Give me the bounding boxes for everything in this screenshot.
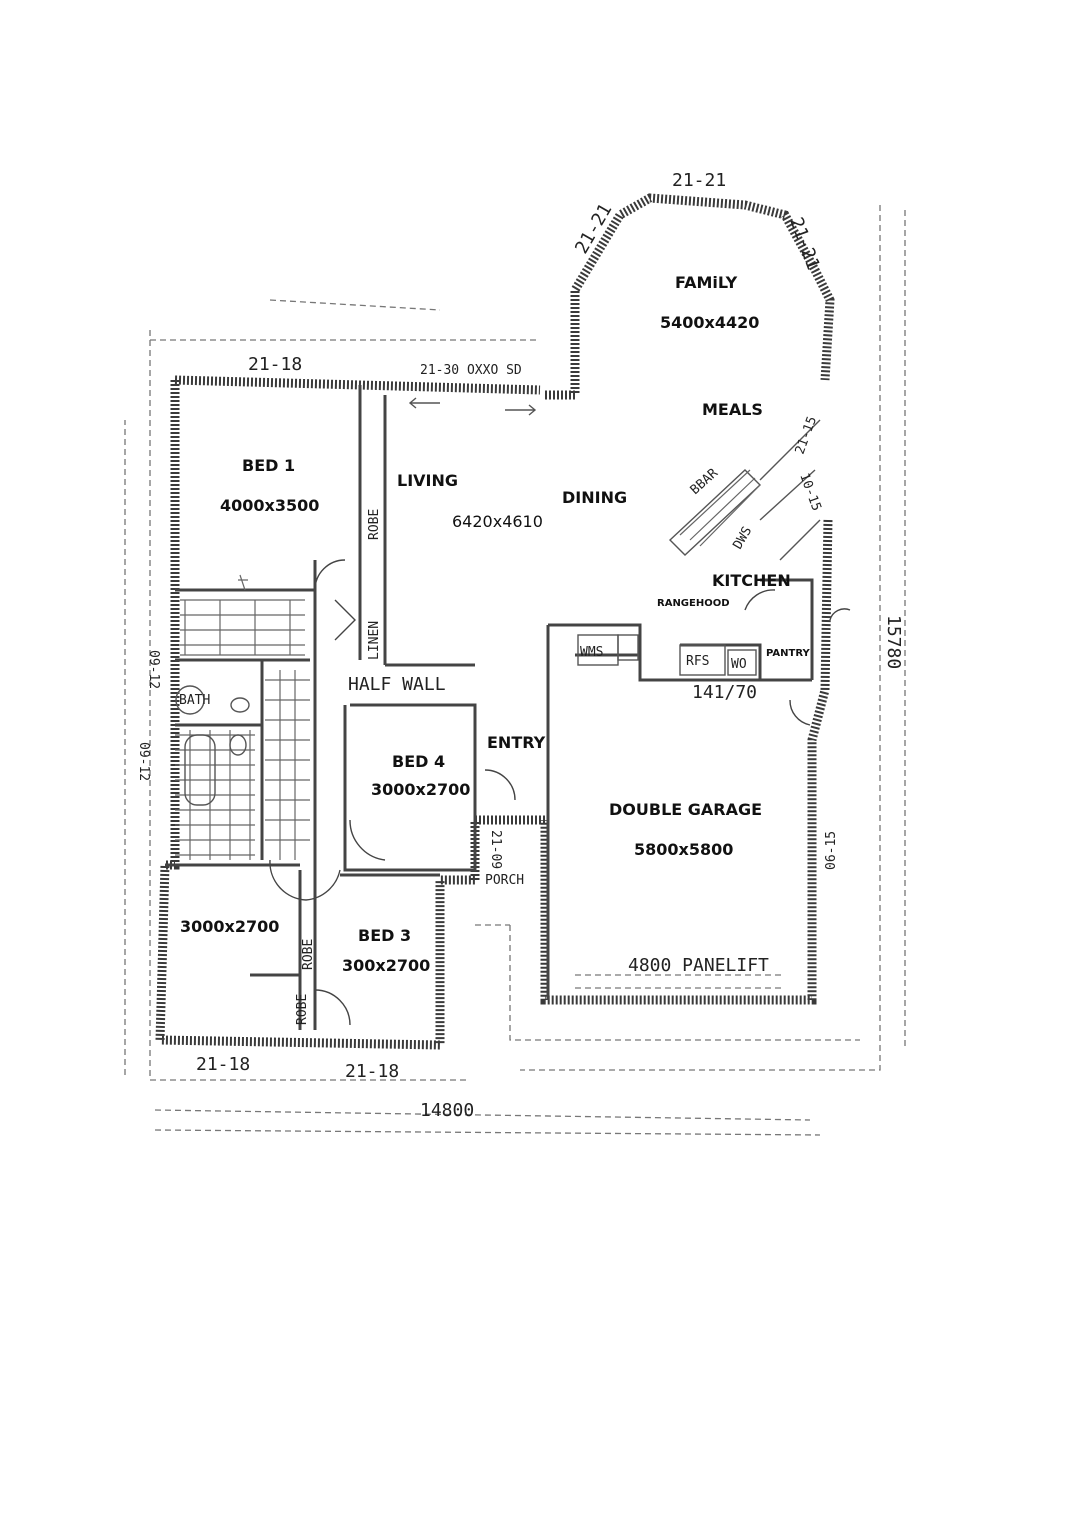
doors xyxy=(269,559,851,1026)
bed4-label: BED 4 xyxy=(392,752,445,771)
family-label: FAMiLY xyxy=(675,273,738,292)
bed1-label: BED 1 xyxy=(242,456,295,475)
dining-size: 6420x4610 xyxy=(452,512,543,531)
bar-label: BBAR xyxy=(688,466,721,498)
window-bath-2: 09-12 xyxy=(136,742,151,781)
robe-label-bed1: ROBE xyxy=(367,509,382,540)
garage-size: 5800x5800 xyxy=(634,840,733,859)
panelift-label: 4800 PANELIFT xyxy=(628,955,769,976)
living-label: LIVING xyxy=(397,471,458,490)
bed3-label: BED 3 xyxy=(358,926,411,945)
linen-label: LINEN xyxy=(367,621,382,660)
kitchen-label: KITCHEN xyxy=(712,571,791,590)
window-garage-side: 06-15 xyxy=(824,831,839,870)
rangehood-label: RANGEHOOD xyxy=(657,598,730,609)
bed1-size: 4000x3500 xyxy=(220,496,319,515)
half-wall-label: HALF WALL xyxy=(348,674,446,695)
window-meals: 21-15 xyxy=(793,414,820,456)
family-size: 5400x4420 xyxy=(660,313,759,332)
window-top-right: 21-21 xyxy=(785,215,823,273)
dining-label: DINING xyxy=(562,488,627,507)
interior-walls xyxy=(165,385,814,1030)
overall-width: 14800 xyxy=(420,1100,474,1121)
dws-label: DWS xyxy=(730,524,755,552)
bed4-size: 3000x2700 xyxy=(371,780,470,799)
sliding-door: 21-30 OXXO SD xyxy=(420,363,522,378)
overall-dimensions: 14800 15780 xyxy=(420,615,904,1121)
room-labels: FAMiLY 5400x4420 MEALS LIVING DINING 642… xyxy=(179,273,810,1025)
sliding-arrows xyxy=(408,397,537,416)
window-bottom-left: 21-18 xyxy=(196,1054,250,1075)
robe-label-bed2: ROBE xyxy=(295,994,310,1025)
bath-label: BATH xyxy=(179,693,210,708)
wo-label: WO xyxy=(731,657,747,672)
pantry-label: PANTRY xyxy=(766,648,810,659)
meals-label: MEALS xyxy=(702,400,763,419)
wms-label: WMS xyxy=(580,645,603,660)
window-kitchen: 10-15 xyxy=(796,471,823,513)
window-codes: 21-21 21-21 21-21 21-18 21-30 OXXO SD 21… xyxy=(136,170,839,1082)
window-bed1-top: 21-18 xyxy=(248,354,302,375)
window-bath-1: 09-12 xyxy=(146,650,161,689)
window-top-center: 21-21 xyxy=(672,170,726,191)
site-boundary xyxy=(124,205,906,1136)
garage-label: DOUBLE GARAGE xyxy=(609,800,762,819)
window-laundry: 141/70 xyxy=(692,682,757,703)
bed3-size: 300x2700 xyxy=(342,956,430,975)
rfs-label: RFS xyxy=(686,654,709,669)
bed2-size: 3000x2700 xyxy=(180,917,279,936)
kitchen-bench xyxy=(577,419,821,676)
robe-label-bed3: ROBE xyxy=(301,939,316,970)
entry-label: ENTRY xyxy=(487,733,546,752)
porch-label: PORCH xyxy=(485,873,524,888)
wet-area-hatching xyxy=(175,574,310,860)
window-porch: 21-09 xyxy=(488,830,503,869)
overall-depth: 15780 xyxy=(883,615,904,669)
window-bottom-mid: 21-18 xyxy=(345,1061,399,1082)
